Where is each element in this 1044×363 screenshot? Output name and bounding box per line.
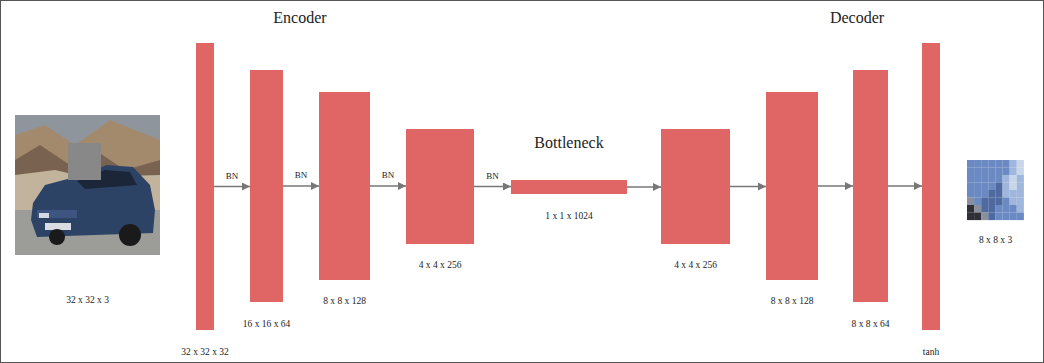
label-holder: 8 x 8 x 3 [979, 235, 1012, 245]
flow-arrow [888, 185, 922, 187]
edge-label: BN [293, 171, 310, 181]
layer-block: 8 x 8 x 128 [766, 92, 818, 280]
label-holder: 32 x 32 x 3 [66, 295, 109, 305]
dimension-label: 8 x 8 x 128 [771, 296, 814, 306]
input-image: 32 x 32 x 3 [15, 115, 160, 255]
dimension-label: 32 x 32 x 3 [66, 295, 109, 305]
layer-block: 8 x 8 x 64 [853, 70, 888, 302]
dimension-label: 8 x 8 x 64 [852, 319, 890, 329]
section-title: Encoder [273, 9, 326, 27]
edge-label: BN [380, 171, 397, 181]
flow-arrow [370, 185, 406, 187]
flow-arrow [283, 185, 319, 187]
dimension-label: 1 x 1 x 1024 [545, 211, 593, 221]
flow-arrow [474, 186, 511, 188]
dimension-label: 8 x 8 x 3 [979, 235, 1012, 245]
label-holder: 16 x 16 x 64 [243, 319, 291, 329]
layer-block: 16 x 16 x 64 [250, 70, 283, 302]
flow-arrow [627, 186, 661, 188]
dimension-label: 16 x 16 x 64 [243, 319, 291, 329]
layer-block: tanh [922, 43, 940, 330]
label-holder: 8 x 8 x 64 [852, 319, 890, 329]
label-holder: tanh [923, 347, 939, 357]
label-holder: 32 x 32 x 32 [181, 347, 229, 357]
flow-arrow [818, 185, 853, 187]
label-holder: 4 x 4 x 256 [674, 260, 717, 270]
block-title: Bottleneck [534, 134, 603, 152]
layer-block: 8 x 8 x 128 [319, 92, 370, 280]
edge-label: BN [224, 172, 241, 182]
output-image: 8 x 8 x 3 [967, 160, 1024, 220]
layer-block: 4 x 4 x 256 [406, 129, 474, 244]
section-title: Decoder [830, 9, 884, 27]
flow-arrow [730, 186, 766, 188]
label-holder: Bottleneck [534, 134, 603, 152]
label-holder: 8 x 8 x 128 [771, 296, 814, 306]
label-holder: 8 x 8 x 128 [323, 296, 366, 306]
layer-block: 32 x 32 x 32 [196, 43, 214, 330]
input-picture [15, 115, 160, 255]
label-holder: 1 x 1 x 1024 [545, 211, 593, 221]
edge-label: BN [484, 172, 501, 182]
dimension-label: 4 x 4 x 256 [674, 260, 717, 270]
flow-arrow [214, 186, 250, 188]
label-holder: 4 x 4 x 256 [419, 260, 462, 270]
dimension-label: tanh [923, 347, 939, 357]
dimension-label: 32 x 32 x 32 [181, 347, 229, 357]
bottleneck-block: Bottleneck1 x 1 x 1024 [511, 180, 627, 194]
dimension-label: 8 x 8 x 128 [323, 296, 366, 306]
dimension-label: 4 x 4 x 256 [419, 260, 462, 270]
output-picture [967, 160, 1024, 220]
layer-block: 4 x 4 x 256 [661, 129, 730, 244]
